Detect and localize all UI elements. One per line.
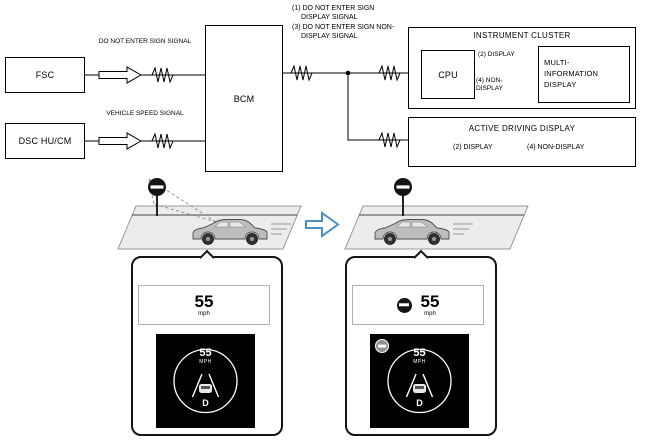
- gauge-graphic: [173, 348, 238, 414]
- do-not-enter-sign-signal-label: DO NOT ENTER SIGN SIGNAL: [98, 38, 192, 45]
- speed-readout-after: 55 mph: [352, 285, 484, 325]
- right-arrow-icon: [305, 211, 340, 238]
- gauge-ring: [387, 348, 452, 414]
- lane-line-left: [191, 373, 203, 398]
- display-panel-before: 55 mph 55 MPH D: [131, 249, 283, 436]
- twisted-wire-symbol: [151, 66, 174, 84]
- twisted-wire-symbol: [378, 131, 401, 149]
- gauge-display-after: 55 MPH D: [370, 334, 469, 428]
- car-illustration: [192, 219, 268, 245]
- cpu-non-display-label: (4) NON-DISPLAY: [476, 77, 503, 92]
- display-panel-after: 55 mph 55 MPH D: [345, 249, 497, 436]
- speed-stack: 55 mph: [421, 293, 440, 317]
- car-illustration: [374, 219, 450, 245]
- bus-display-signal-label: (1) DO NOT ENTER SIGN DISPLAY SIGNAL: [292, 5, 375, 22]
- twisted-wire-symbol: [151, 132, 174, 150]
- car-rear-icon: [199, 384, 212, 393]
- cpu-block: CPU: [421, 50, 475, 99]
- lane-line-right: [208, 373, 220, 398]
- do-not-enter-sign: [148, 178, 166, 216]
- do-not-enter-icon: [375, 339, 389, 353]
- speed-readout-before: 55 mph: [138, 285, 270, 325]
- gauge-unit: MPH: [199, 359, 212, 365]
- speed-stack: 55 mph: [195, 293, 214, 317]
- vehicle-speed-signal-label: VEHICLE SPEED SIGNAL: [106, 110, 184, 117]
- junction-dot: [345, 70, 351, 76]
- add-non-display-label: (4) NON-DISPLAY: [527, 144, 585, 151]
- car-rear-icon: [413, 384, 426, 393]
- motion-lines: [271, 223, 291, 235]
- dsc-hu-cm-block: DSC HU/CM: [5, 123, 85, 159]
- do-not-enter-sign: [394, 178, 412, 216]
- bus-signal-labels: (1) DO NOT ENTER SIGN DISPLAY SIGNAL (3)…: [292, 4, 396, 42]
- lane-line-right: [422, 373, 434, 398]
- gauge-speed: 55: [199, 347, 212, 359]
- gear-indicator: D: [202, 398, 209, 408]
- signal-arrow-icon: [98, 66, 143, 84]
- speed-value: 55: [420, 292, 440, 311]
- gauge-graphic: [387, 348, 452, 414]
- cpu-display-label: (2) DISPLAY: [478, 51, 515, 58]
- twisted-wire-symbol: [290, 64, 313, 82]
- scene-after: [344, 178, 529, 250]
- do-not-enter-icon: [396, 297, 412, 313]
- gauge-speed: 55: [413, 347, 426, 359]
- gauge-display-before: 55 MPH D: [156, 334, 255, 428]
- signal-arrow-icon: [98, 132, 143, 150]
- multi-information-display-block: MULTI-INFORMATION DISPLAY: [538, 46, 630, 103]
- bcm-block: BCM: [205, 25, 283, 172]
- fsc-block: FSC: [5, 57, 85, 93]
- instrument-cluster-block: INSTRUMENT CLUSTER CPU MULTI-INFORMATION…: [408, 27, 636, 109]
- gauge-unit: MPH: [413, 359, 426, 365]
- twisted-wire-symbols: [151, 64, 401, 150]
- speed-value: 55: [194, 292, 214, 311]
- speed-unit: mph: [424, 311, 436, 317]
- active-driving-display-block: ACTIVE DRIVING DISPLAY (2) DISPLAY (4) N…: [408, 117, 636, 167]
- add-display-label: (2) DISPLAY: [453, 144, 493, 151]
- bus-non-display-signal-label: (3) DO NOT ENTER SIGN NON-DISPLAY SIGNAL: [292, 24, 395, 41]
- instrument-cluster-title: INSTRUMENT CLUSTER: [473, 31, 571, 40]
- lane-line-left: [405, 373, 417, 398]
- gauge-ring: [173, 348, 238, 414]
- active-driving-display-title: ACTIVE DRIVING DISPLAY: [468, 124, 576, 133]
- motion-lines: [453, 223, 473, 235]
- speed-unit: mph: [198, 311, 210, 317]
- twisted-wire-symbol: [378, 64, 401, 82]
- gear-indicator: D: [416, 398, 423, 408]
- scene-before: [117, 178, 302, 250]
